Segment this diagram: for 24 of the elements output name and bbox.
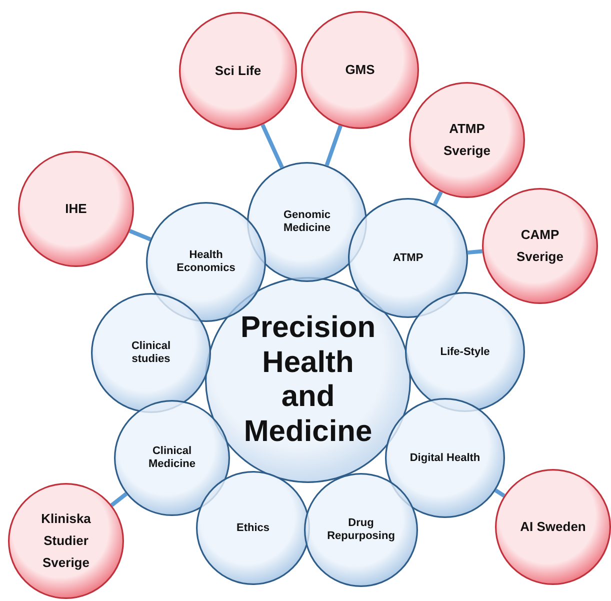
center-title: Precision Health and Medicine [239, 311, 377, 449]
connector-line [324, 125, 342, 166]
circle-label: ATMP [392, 252, 424, 264]
circle-label: Drug Repurposing [326, 517, 396, 543]
circle-label: Clinical studies [130, 340, 172, 366]
circle-label: IHE [64, 200, 88, 218]
connector-line [494, 488, 506, 498]
connector-line [433, 190, 443, 206]
connector-line [260, 124, 284, 168]
circle-label: Clinical Medicine [147, 445, 197, 471]
circle-label: Health Economics [176, 249, 236, 275]
connector-line [128, 229, 152, 242]
circle-label: Digital Health [408, 452, 482, 464]
circle-label: Ethics [235, 522, 270, 534]
circle-label: Genomic Medicine [282, 209, 332, 235]
circle-label: Kliniska Studier Sverige [40, 510, 92, 572]
circle-label: Sci Life [214, 62, 262, 80]
circle-label: GMS [344, 60, 376, 79]
circle-label: Life-Style [439, 346, 491, 358]
circle-label: AI Sweden [519, 518, 587, 536]
connector-line [110, 492, 128, 507]
circle-label: CAMP Sverige [516, 226, 564, 266]
circle-label: ATMP Sverige [442, 120, 492, 160]
connector-line [468, 249, 482, 255]
